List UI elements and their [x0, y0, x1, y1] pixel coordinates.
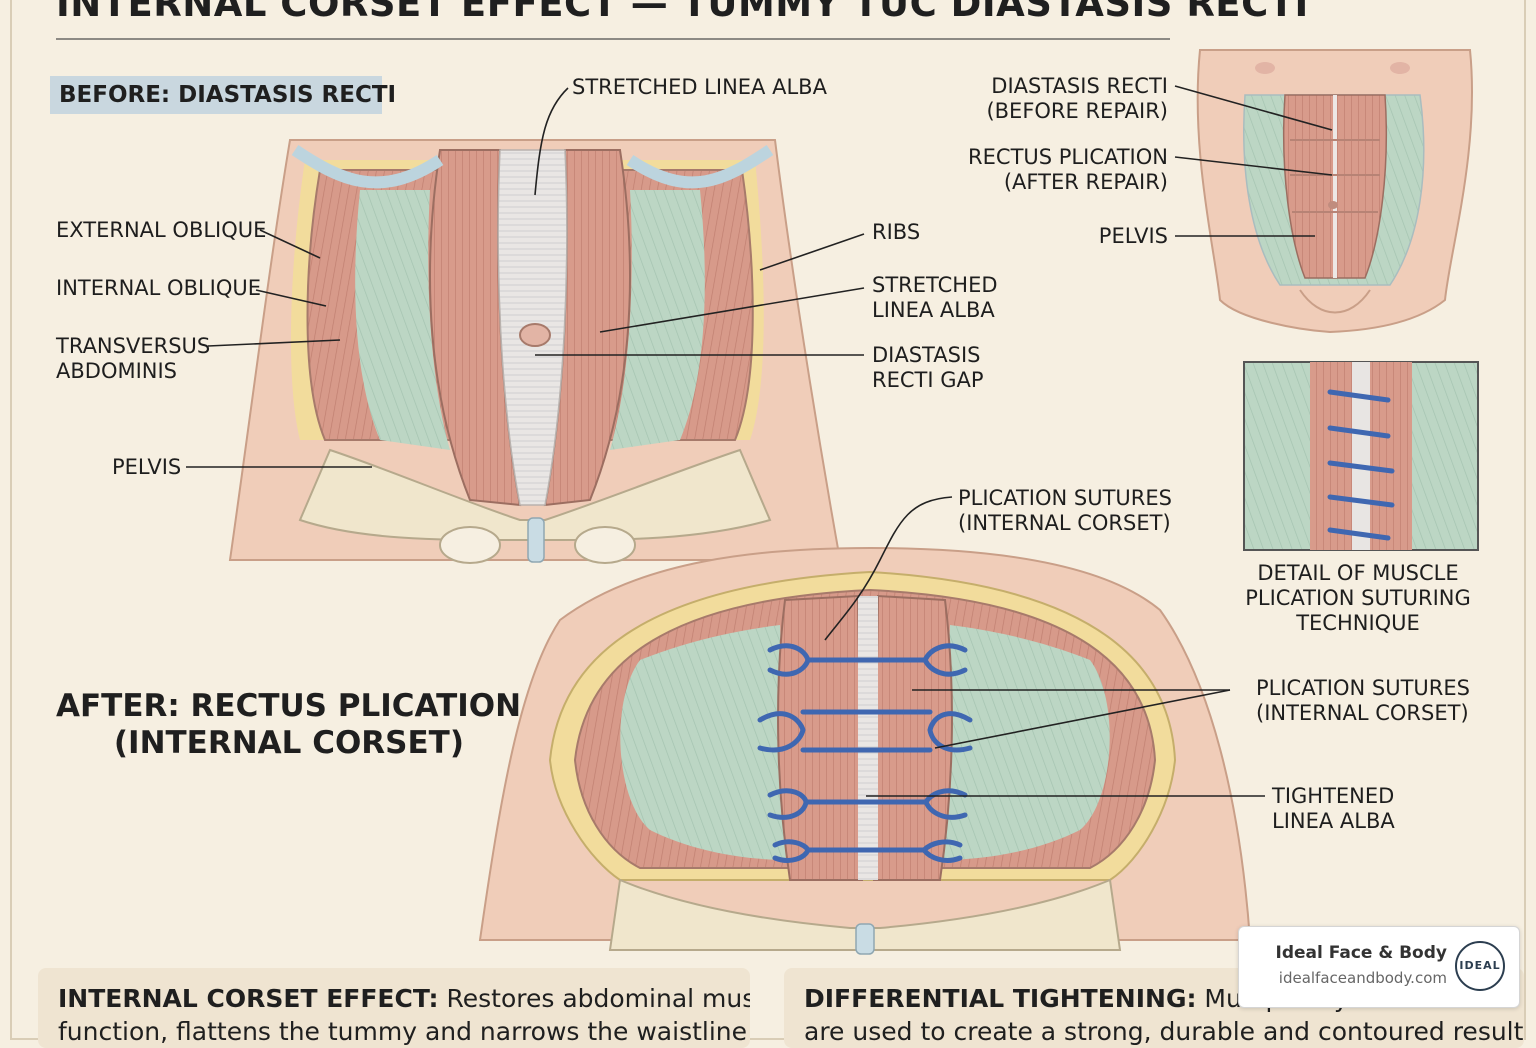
note-right-heading: DIFFERENTIAL TIGHTENING: [804, 984, 1197, 1013]
page-title: INTERNAL CORSET EFFECT — TUMMY TUC DIAST… [56, 0, 1309, 25]
after-abdomen-illustration [478, 546, 1252, 955]
brand-badge[interactable]: Ideal Face & Body idealfaceandbody.com I… [1238, 926, 1520, 1008]
label-stretched-linea-alba: STRETCHED LINEA ALBA [872, 273, 998, 322]
before-leader-lines [186, 87, 865, 468]
detail-caption: DETAIL OF MUSCLE PLICATION SUTURING TECH… [1245, 561, 1471, 635]
anatomy-illustration [186, 49, 1479, 955]
label-tightened-linea-alba: TIGHTENED LINEA ALBA [1272, 784, 1395, 833]
after-leader-lines [824, 496, 1265, 797]
label-rectus-plication-after-repair: RECTUS PLICATION (AFTER REPAIR) [968, 145, 1168, 194]
label-external-oblique: EXTERNAL OBLIQUE [56, 218, 267, 242]
note-left-text: Restores abdominal muscle [446, 984, 750, 1013]
label-diastasis-before-repair: DIASTASIS RECTI (BEFORE REPAIR) [986, 74, 1168, 123]
before-abdomen-illustration [228, 139, 842, 564]
suture-detail-illustration [1243, 361, 1479, 551]
label-stretched-linea-alba-top: STRETCHED LINEA ALBA [572, 75, 827, 99]
brand-name: Ideal Face & Body [1275, 943, 1448, 963]
note-right-line2: are used to create a strong, durable and… [804, 1017, 1524, 1046]
label-plication-sutures-right: PLICATION SUTURES (INTERNAL CORSET) [1256, 676, 1470, 725]
label-diastasis-recti-gap: DIASTASIS RECTI GAP [872, 343, 984, 392]
note-left-heading: INTERNAL CORSET EFFECT: [58, 984, 439, 1013]
label-transversus-abdominis: TRANSVERSUS ABDOMINIS [56, 334, 211, 383]
label-pelvis-torso: PELVIS [1098, 224, 1168, 248]
before-heading: BEFORE: DIASTASIS RECTI [50, 76, 396, 114]
brand-logo: IDEAL [1455, 941, 1505, 991]
note-internal-corset-effect: INTERNAL CORSET EFFECT: Restores abdomin… [38, 968, 750, 1048]
note-left-line2: function, flattens the tummy and narrows… [58, 1017, 748, 1046]
after-heading: AFTER: RECTUS PLICATION (INTERNAL CORSET… [56, 688, 522, 761]
torso-leader-lines [1174, 85, 1333, 237]
title-divider [56, 38, 1170, 40]
brand-url[interactable]: idealfaceandbody.com [1278, 969, 1447, 987]
label-pelvis-before: PELVIS [112, 455, 182, 479]
label-internal-oblique: INTERNAL OBLIQUE [56, 276, 262, 300]
torso-illustration [1196, 49, 1474, 334]
label-plication-sutures-top: PLICATION SUTURES (INTERNAL CORSET) [958, 486, 1172, 535]
label-ribs: RIBS [872, 220, 921, 244]
